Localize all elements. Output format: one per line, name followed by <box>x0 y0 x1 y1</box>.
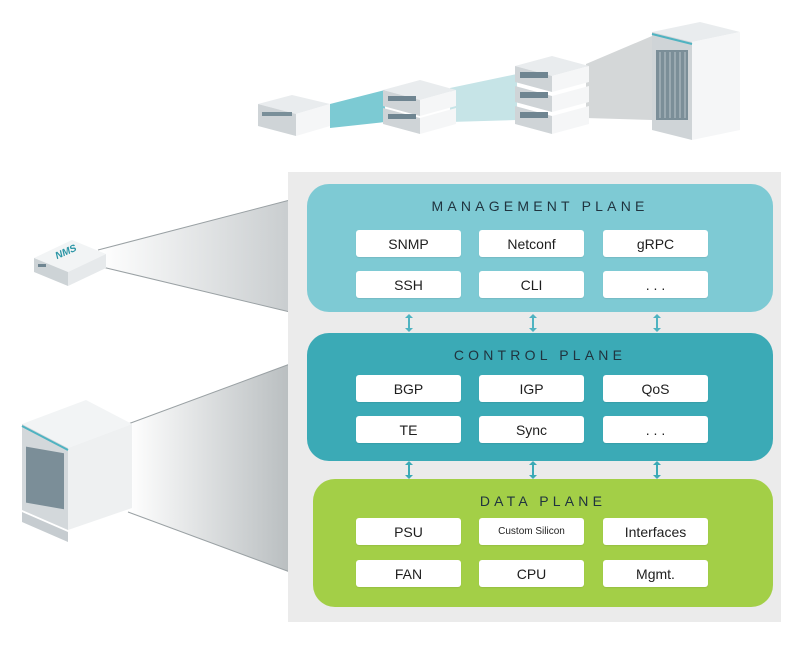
large-chassis-icon <box>651 22 740 140</box>
connector-band-3 <box>586 36 652 120</box>
data-plane-title: DATA PLANE <box>479 493 607 509</box>
double-arrow-icon <box>653 314 661 332</box>
control-item-more: . . . <box>603 416 708 443</box>
three-unit-router-icon <box>515 56 589 134</box>
two-unit-router-icon <box>383 80 456 134</box>
control-item-sync: Sync <box>479 416 584 443</box>
rack-chassis-icon <box>21 400 132 542</box>
chassis-illustration <box>21 400 132 542</box>
management-item-grpc: gRPC <box>603 230 708 257</box>
data-item-fan: FAN <box>356 560 461 587</box>
nms-connector-beam <box>98 200 290 312</box>
management-item-more: . . . <box>603 271 708 298</box>
data-item-mgmt: Mgmt. <box>603 560 708 587</box>
data-item-custom-silicon: Custom Silicon <box>479 518 584 545</box>
control-item-qos: QoS <box>603 375 708 402</box>
data-item-psu: PSU <box>356 518 461 545</box>
double-arrow-icon <box>405 461 413 479</box>
control-plane-title: CONTROL PLANE <box>453 347 627 363</box>
connector-band-2 <box>450 74 517 122</box>
management-plane-title: MANAGEMENT PLANE <box>431 198 649 214</box>
double-arrow-icon <box>529 461 537 479</box>
control-item-te: TE <box>356 416 461 443</box>
control-item-bgp: BGP <box>356 375 461 402</box>
control-item-igp: IGP <box>479 375 584 402</box>
device-scale-illustration <box>258 22 740 140</box>
management-item-snmp: SNMP <box>356 230 461 257</box>
management-item-netconf: Netconf <box>479 230 584 257</box>
management-item-cli: CLI <box>479 271 584 298</box>
connector-band-1 <box>330 90 385 128</box>
data-item-cpu: CPU <box>479 560 584 587</box>
management-item-ssh: SSH <box>356 271 461 298</box>
nms-illustration <box>34 199 291 573</box>
chassis-connector-beam <box>128 364 290 572</box>
data-item-interfaces: Interfaces <box>603 518 708 545</box>
nms-box-icon <box>34 240 106 286</box>
double-arrow-icon <box>405 314 413 332</box>
small-router-icon <box>258 95 330 136</box>
double-arrow-icon <box>653 461 661 479</box>
double-arrow-icon <box>529 314 537 332</box>
